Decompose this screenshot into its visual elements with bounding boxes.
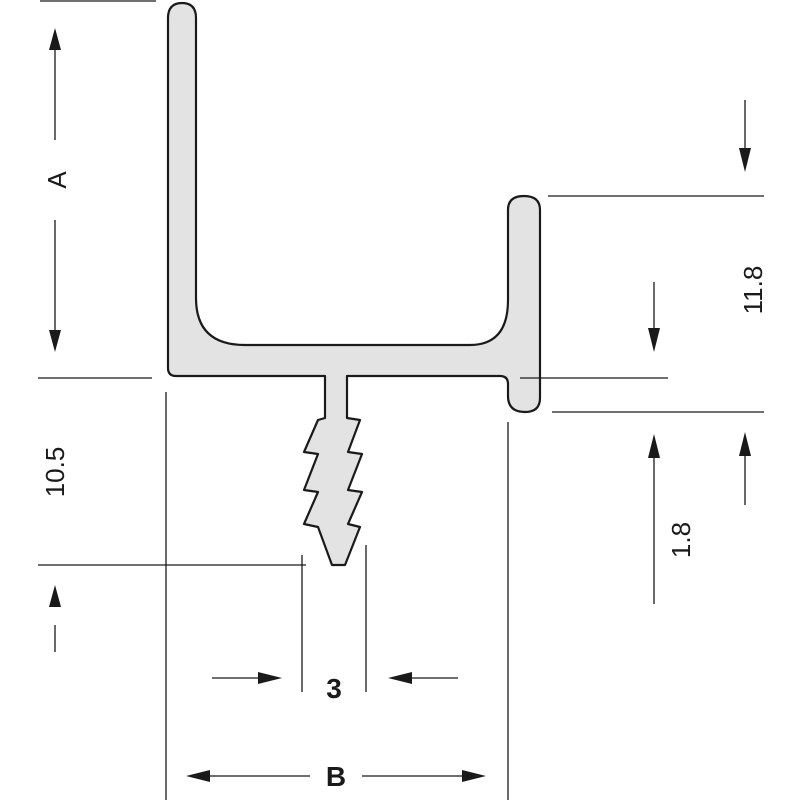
arrow-up-icon <box>648 434 660 458</box>
label-11-8: 11.8 <box>738 266 768 315</box>
arrow-right-icon <box>258 672 282 684</box>
profile-cross-section <box>166 1 542 567</box>
label-1-8: 1.8 <box>666 522 696 558</box>
arrow-right-icon <box>462 770 486 782</box>
arrow-left-icon <box>388 672 412 684</box>
label-10-5: 10.5 <box>40 447 70 498</box>
label-a: A <box>42 171 72 189</box>
arrow-down-icon <box>648 328 660 352</box>
arrow-up-icon <box>49 585 61 607</box>
arrow-down-icon <box>739 148 751 172</box>
arrow-up-icon <box>739 432 751 456</box>
arrow-left-icon <box>186 770 210 782</box>
label-b: B <box>326 761 346 792</box>
arrow-down-icon <box>49 330 61 352</box>
arrow-up-icon <box>49 28 61 50</box>
label-3: 3 <box>326 673 342 704</box>
